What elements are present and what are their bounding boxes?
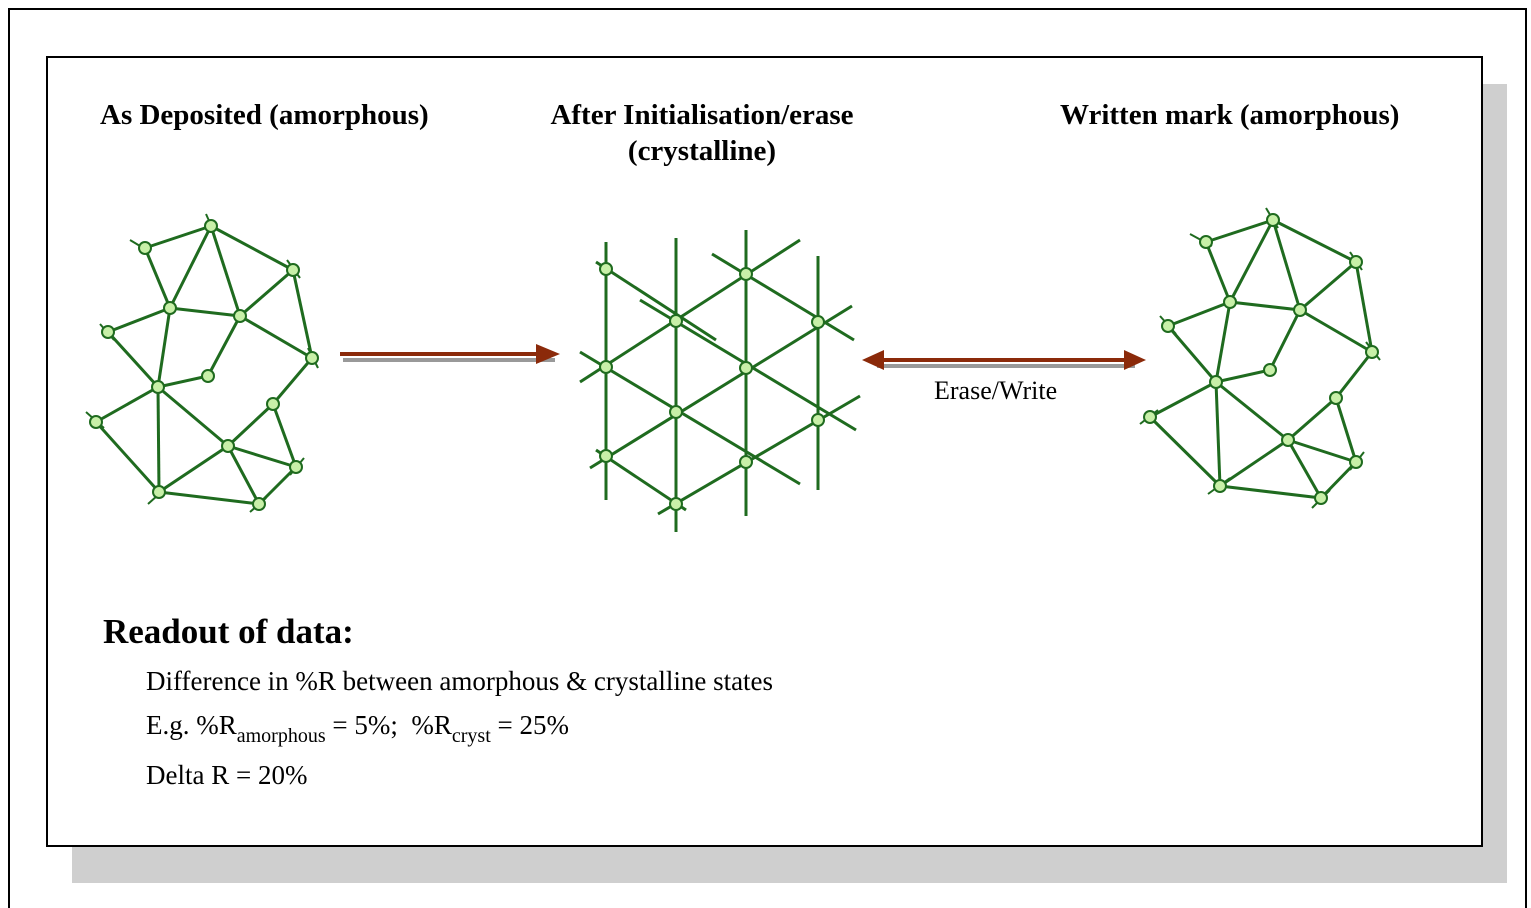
- lattice-verticals: [604, 230, 820, 532]
- readout-line-example: E.g. %Ramorphous = 5%; %Rcryst = 25%: [146, 710, 569, 748]
- dangling-bonds: [85, 213, 319, 513]
- network-bonds: [1148, 218, 1374, 500]
- amorphous-network-written: [1139, 207, 1381, 509]
- dangling-bonds: [1139, 207, 1381, 509]
- page-frame: [8, 8, 1527, 908]
- readout-line-difference: Difference in %R between amorphous & cry…: [146, 666, 774, 696]
- arrow-erase-write: [862, 350, 1146, 370]
- lattice-diagonals-up: [579, 238, 861, 516]
- atoms: [1143, 213, 1379, 505]
- arrow-initialise: [340, 344, 560, 364]
- readout-line-delta: Delta R = 20%: [146, 760, 308, 790]
- subscript-cryst: cryst: [451, 725, 491, 747]
- label-as-deposited: As Deposited (amorphous): [100, 99, 429, 131]
- label-written-mark: Written mark (amorphous): [1060, 99, 1400, 131]
- network-bonds: [94, 224, 314, 506]
- subscript-amorphous: amorphous: [236, 725, 326, 747]
- lattice-atoms: [599, 262, 825, 511]
- atoms: [89, 219, 319, 511]
- amorphous-network-deposited: [85, 213, 319, 513]
- readout-title: Readout of data:: [103, 612, 354, 651]
- label-after-initialisation: After Initialisation/erase (crystalline): [550, 99, 854, 167]
- example-mid: = 5%; %R: [325, 710, 452, 740]
- example-suffix: = 25%: [490, 710, 569, 740]
- crystalline-lattice: [579, 230, 861, 532]
- label-erase-write: Erase/Write: [934, 376, 1058, 405]
- example-prefix: E.g. %R: [146, 710, 237, 740]
